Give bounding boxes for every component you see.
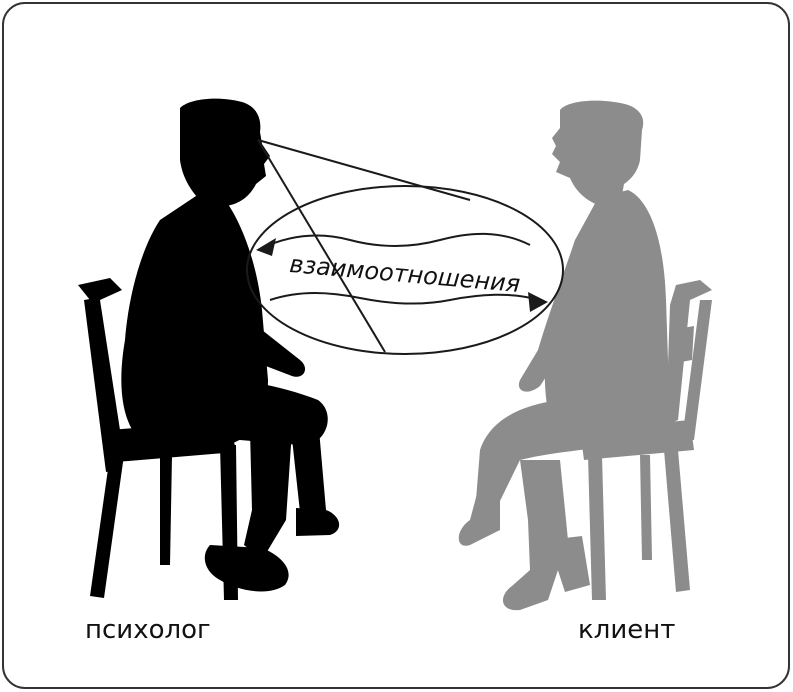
client-label: клиент	[578, 615, 675, 645]
psychologist-label: психолог	[85, 615, 211, 645]
